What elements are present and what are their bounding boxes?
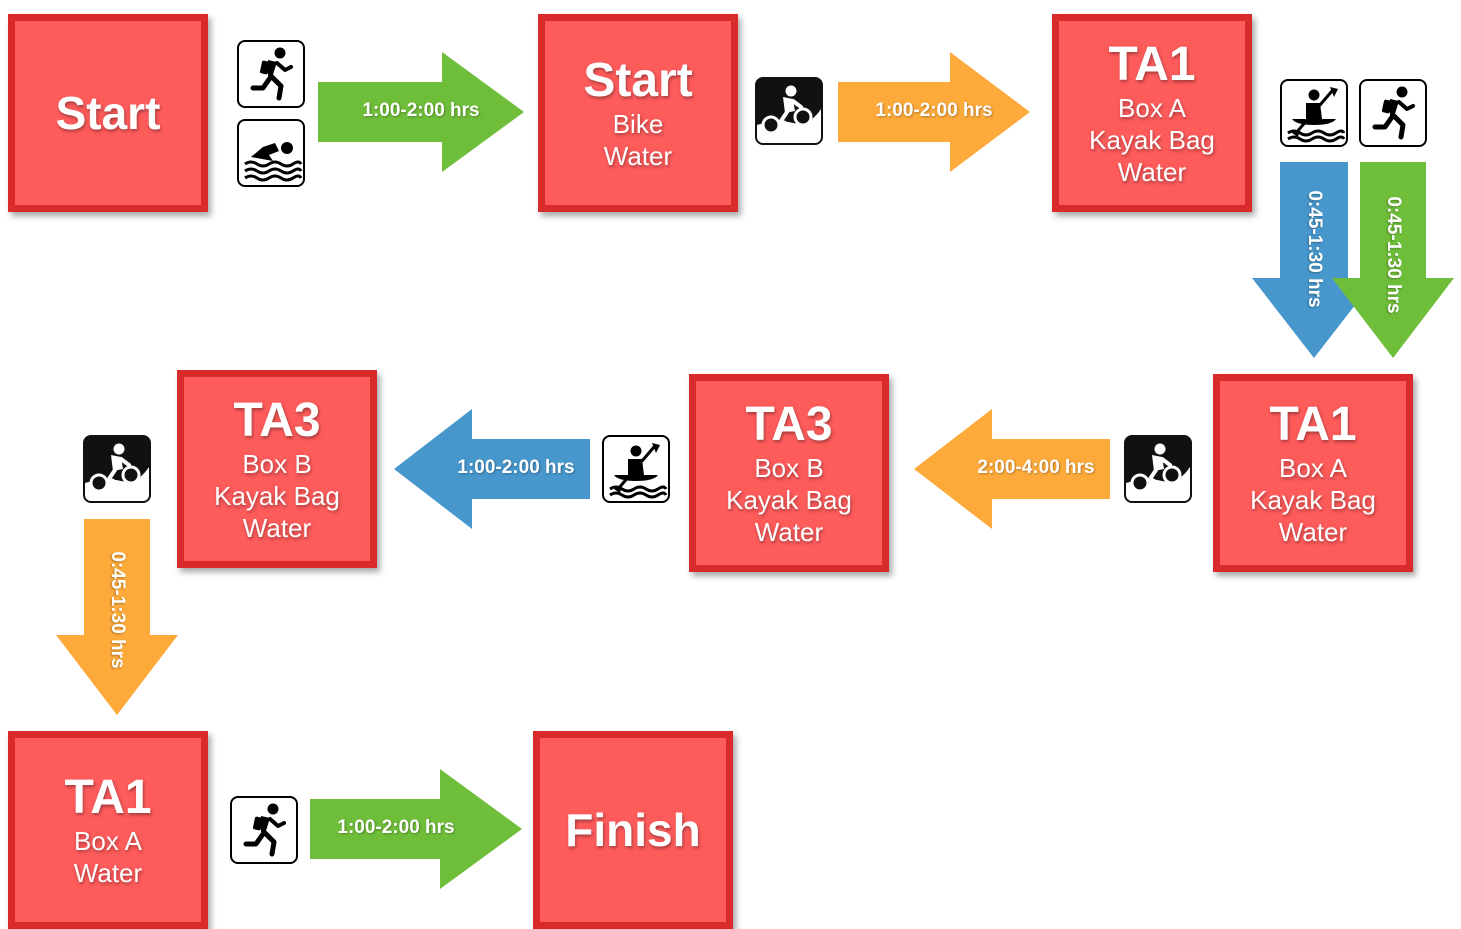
node-title: TA3 bbox=[745, 398, 833, 451]
arrow-label: 2:00-4:00 hrs bbox=[977, 457, 1095, 478]
arrow-left-shape bbox=[394, 409, 590, 529]
node-item: Box A bbox=[1279, 453, 1347, 483]
node-item: Kayak Bag bbox=[1250, 485, 1376, 515]
node-item: Box A bbox=[74, 826, 142, 856]
node-ta1-first: TA1 Box A Kayak Bag Water bbox=[1052, 14, 1252, 212]
arrow-leg-8: 1:00-2:00 hrs bbox=[310, 769, 522, 889]
arrow-right-shape bbox=[838, 52, 1030, 172]
node-start: Start bbox=[8, 14, 208, 212]
node-item: Water bbox=[603, 141, 673, 171]
arrow-label: 0:45-1:30 hrs bbox=[1383, 196, 1404, 314]
node-item: Kayak Bag bbox=[726, 485, 852, 515]
node-title: TA1 bbox=[64, 771, 152, 824]
arrow-leg-7: 0:45-1:30 hrs bbox=[56, 519, 178, 715]
node-item: Box B bbox=[754, 453, 824, 483]
runner-icon bbox=[230, 796, 298, 864]
node-item: Water bbox=[73, 858, 143, 888]
mountain-bike-icon bbox=[755, 77, 823, 145]
arrow-label: 1:00-2:00 hrs bbox=[457, 457, 575, 478]
arrow-down-shape bbox=[1252, 162, 1376, 358]
node-title: TA1 bbox=[1269, 398, 1357, 451]
node-item: Water bbox=[754, 517, 824, 547]
node-item: Kayak Bag bbox=[214, 481, 340, 511]
mountain-bike-icon bbox=[1124, 435, 1192, 503]
node-item: Water bbox=[242, 513, 312, 543]
runner-icon bbox=[237, 40, 305, 108]
node-start-bike: Start Bike Water bbox=[538, 14, 738, 212]
node-title: Start bbox=[583, 54, 693, 107]
node-item: Water bbox=[1117, 157, 1187, 187]
arrow-label: 1:00-2:00 hrs bbox=[875, 100, 993, 121]
node-title: TA1 bbox=[1108, 38, 1196, 91]
kayak-icon bbox=[602, 435, 670, 503]
node-item: Kayak Bag bbox=[1089, 125, 1215, 155]
arrow-label: 0:45-1:30 hrs bbox=[107, 551, 128, 669]
node-title: TA3 bbox=[233, 394, 321, 447]
arrow-leg-2: 1:00-2:00 hrs bbox=[838, 52, 1030, 172]
arrow-down-shape bbox=[56, 519, 178, 715]
runner-icon bbox=[1359, 79, 1427, 147]
arrow-left-shape bbox=[914, 409, 1110, 529]
swimmer-icon bbox=[237, 119, 305, 187]
arrow-label: 1:00-2:00 hrs bbox=[362, 100, 480, 121]
node-ta1-third: TA1 Box A Water bbox=[8, 731, 208, 929]
node-finish: Finish bbox=[533, 731, 733, 929]
arrow-leg-6: 1:00-2:00 hrs bbox=[394, 409, 590, 529]
mountain-bike-icon bbox=[83, 435, 151, 503]
arrow-label: 1:00-2:00 hrs bbox=[337, 817, 455, 838]
node-item: Box A bbox=[1118, 93, 1186, 123]
arrow-leg-4: 0:45-1:30 hrs bbox=[1332, 162, 1454, 358]
node-item: Water bbox=[1278, 517, 1348, 547]
kayak-icon bbox=[1280, 79, 1348, 147]
node-title: Start bbox=[55, 87, 161, 139]
arrow-right-shape bbox=[318, 52, 524, 172]
arrow-label: 0:45-1:30 hrs bbox=[1304, 190, 1325, 308]
node-title: Finish bbox=[565, 804, 701, 856]
node-ta3-second: TA3 Box B Kayak Bag Water bbox=[177, 370, 377, 568]
node-ta3-first: TA3 Box B Kayak Bag Water bbox=[689, 374, 889, 572]
node-item: Bike bbox=[612, 109, 664, 139]
arrow-right-shape bbox=[310, 769, 522, 889]
arrow-down-shape bbox=[1332, 162, 1454, 358]
arrow-leg-3: 0:45-1:30 hrs bbox=[1252, 162, 1376, 358]
node-ta1-second: TA1 Box A Kayak Bag Water bbox=[1213, 374, 1413, 572]
arrow-leg-1: 1:00-2:00 hrs bbox=[318, 52, 524, 172]
arrow-leg-5: 2:00-4:00 hrs bbox=[914, 409, 1110, 529]
node-item: Box B bbox=[242, 449, 312, 479]
